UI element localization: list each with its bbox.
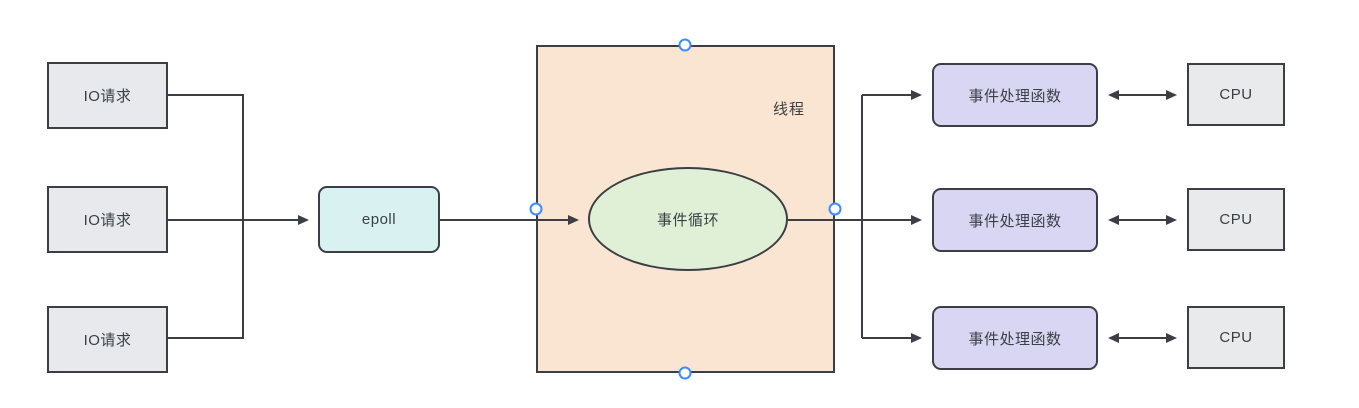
io-request-label: IO请求 [83,332,132,349]
io-request-node-2[interactable]: IO请求 [47,186,168,253]
event-loop-node[interactable]: 事件循环 [588,167,788,271]
connector-io3-merge[interactable] [168,221,244,339]
cpu-node-2[interactable]: CPU [1187,188,1285,251]
cpu-node-1[interactable]: CPU [1187,63,1285,126]
io-request-node-1[interactable]: IO请求 [47,62,168,129]
cpu-label: CPU [1219,211,1253,228]
event-handler-node-3[interactable]: 事件处理函数 [932,306,1098,370]
connector-io1-merge[interactable] [168,94,244,219]
cpu-node-3[interactable]: CPU [1187,306,1285,369]
event-loop-label: 事件循环 [656,211,719,229]
epoll-node[interactable]: epoll [318,186,440,253]
event-handler-node-2[interactable]: 事件处理函数 [932,188,1098,252]
event-handler-label: 事件处理函数 [968,212,1062,230]
event-handler-node-1[interactable]: 事件处理函数 [932,63,1098,127]
event-handler-label: 事件处理函数 [968,330,1062,348]
io-request-node-3[interactable]: IO请求 [47,306,168,373]
event-handler-label: 事件处理函数 [968,87,1062,105]
epoll-label: epoll [361,211,397,228]
cpu-label: CPU [1219,86,1253,103]
io-request-label: IO请求 [83,212,132,229]
cpu-label: CPU [1219,329,1253,346]
thread-label: 线程 [772,101,805,118]
io-request-label: IO请求 [83,88,132,105]
